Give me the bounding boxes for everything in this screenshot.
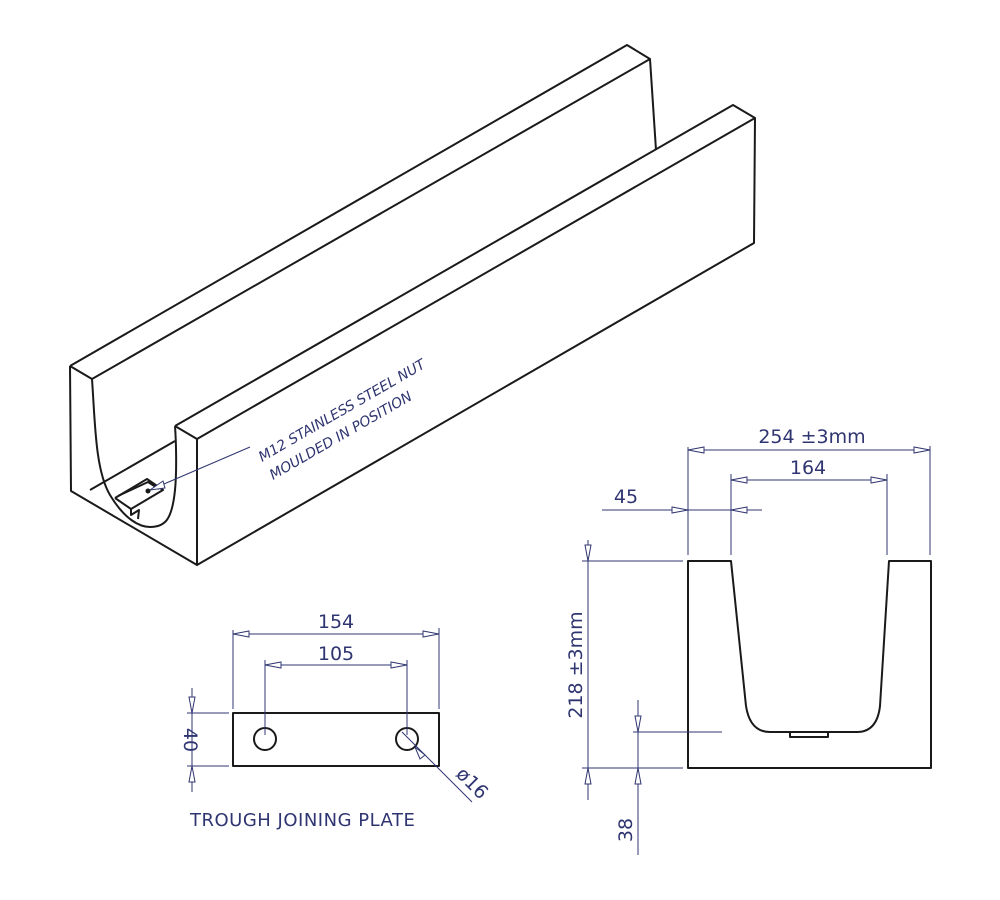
hole-diameter-label: ø16 <box>451 763 492 804</box>
joining-plate-dimensions <box>187 628 473 803</box>
channel-width-label: 164 <box>790 457 826 479</box>
end-section-dimensions <box>582 446 931 855</box>
isometric-trough-view <box>69 44 756 566</box>
nut-leader <box>149 446 251 491</box>
plate-height-label: 40 <box>179 728 201 752</box>
joining-plate-caption: TROUGH JOINING PLATE <box>189 810 415 831</box>
plate-length-label: 154 <box>318 611 354 633</box>
end-section-view <box>687 560 932 769</box>
wall-width-label: 45 <box>614 486 638 508</box>
hole-centres-label: 105 <box>318 643 354 665</box>
nut-note-line1: M12 STAINLESS STEEL NUT <box>256 356 430 465</box>
joining-plate-view <box>232 712 440 767</box>
overall-width-label: 254 ±3mm <box>758 426 865 448</box>
overall-height-label: 218 ±3mm <box>565 611 587 718</box>
base-thickness-label: 38 <box>615 818 637 842</box>
